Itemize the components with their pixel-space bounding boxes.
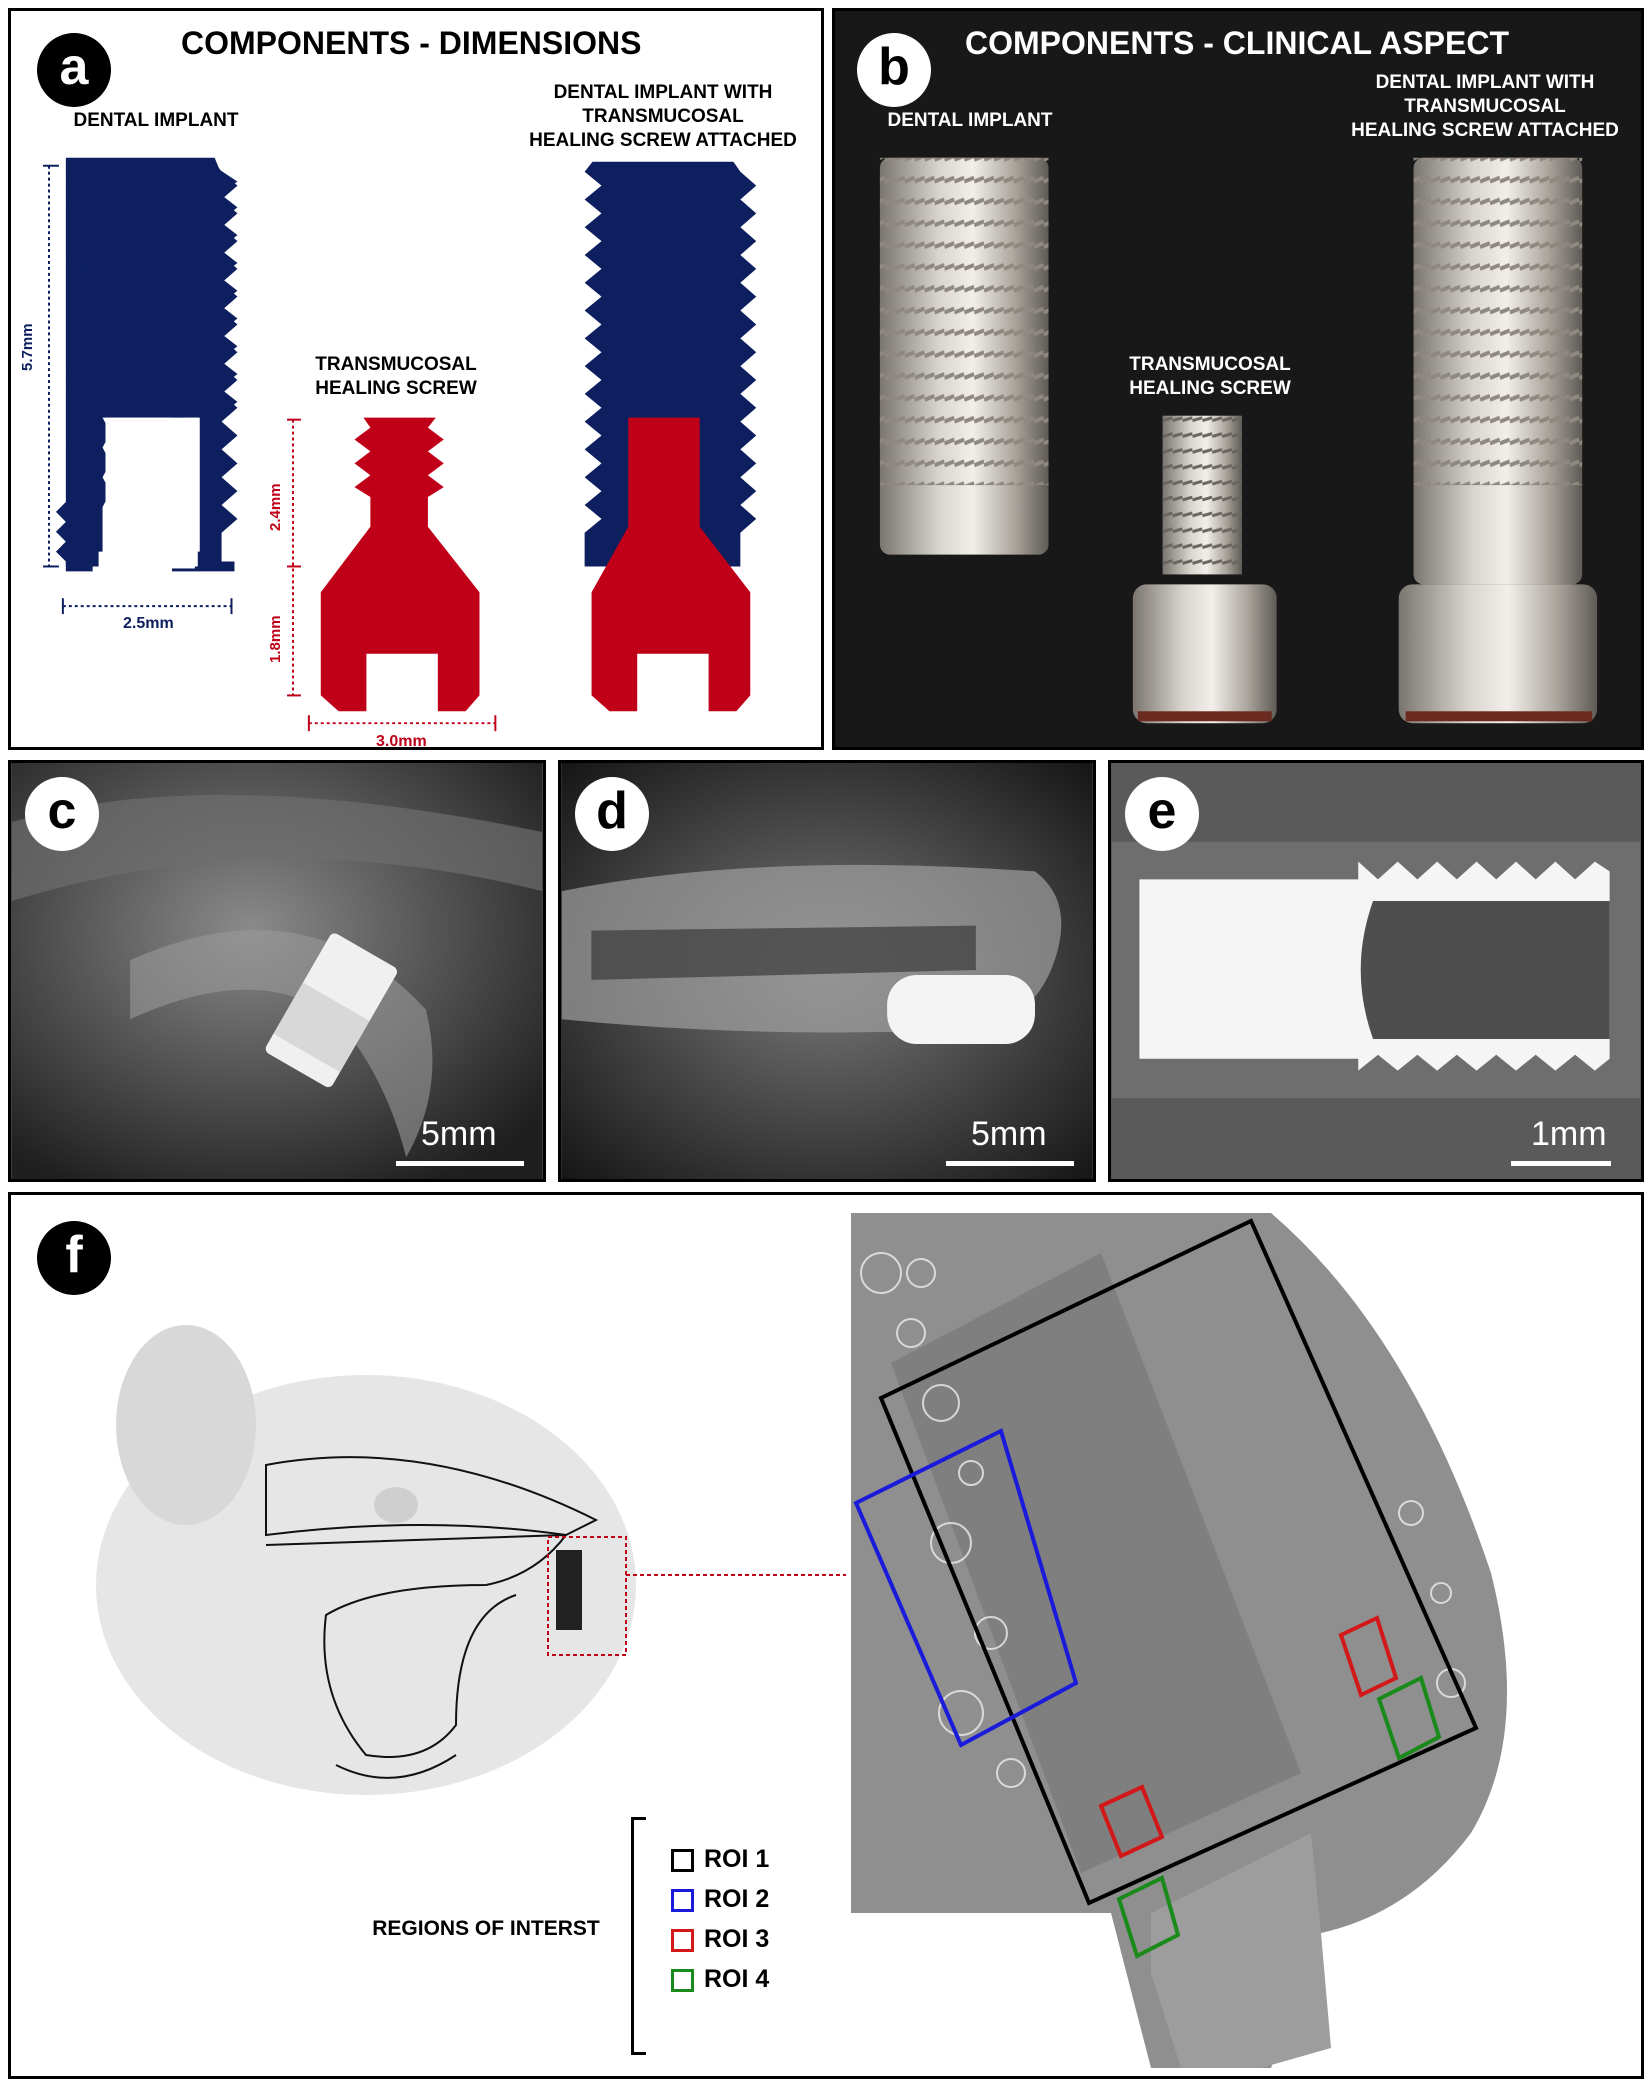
scale-bar-c	[396, 1161, 524, 1166]
panel-b-clinical: b COMPONENTS - CLINICAL ASPECT DENTAL IM…	[832, 8, 1644, 750]
label-b-healing-screw-line1: TRANSMUCOSAL	[1129, 354, 1291, 375]
panel-d-image	[561, 763, 1093, 1179]
roi2-box	[853, 1428, 1079, 1748]
photo-combined-screw	[1398, 584, 1598, 724]
rat-head-illustration	[96, 1325, 636, 1795]
rat-implant-box	[547, 1536, 627, 1656]
xray-implant	[265, 933, 397, 1088]
microct-section	[851, 1213, 1507, 2068]
scale-label-c: 5mm	[421, 1115, 497, 1153]
panel-e-microct: e 1mm	[1108, 760, 1644, 1182]
panel-c-xray-lateral: c 5mm	[8, 760, 546, 1182]
label-b-combined-line3: HEALING SCREW ATTACHED	[1351, 120, 1619, 141]
label-combined-line3: HEALING SCREW ATTACHED	[529, 130, 797, 151]
photo-combined-base	[1405, 711, 1593, 722]
label-b-healing-screw: TRANSMUCOSAL HEALING SCREW	[1095, 353, 1325, 401]
roi1-box	[878, 1218, 1479, 1906]
microct-bore	[1360, 901, 1610, 1040]
xray-bone	[11, 794, 543, 902]
panel-letter-a: a	[37, 33, 111, 107]
dim-label-implant-width: 2.5mm	[123, 615, 174, 632]
panel-a-drawing	[43, 157, 757, 732]
label-b-combined-line2: TRANSMUCOSAL	[1404, 96, 1566, 117]
panel-f-roi: f REGI	[8, 1192, 1644, 2079]
panel-a-dimensions: a COMPONENTS - DIMENSIONS DENTAL IMPLANT…	[8, 8, 824, 750]
scale-label-e: 1mm	[1531, 1115, 1607, 1153]
photo-screw-threads	[1162, 415, 1242, 575]
screw-section	[1151, 1833, 1331, 2068]
panel-letter-f: f	[37, 1221, 111, 1295]
legend-roi2: ROI 2	[671, 1885, 769, 1914]
dim-label-screw-lower: 1.8mm	[267, 615, 284, 663]
legend-roi3-label: ROI 3	[704, 1925, 770, 1953]
roi3-box-left	[1098, 1784, 1165, 1859]
scale-bar-d	[946, 1161, 1074, 1166]
implant-main	[65, 161, 238, 567]
dim-label-implant-height: 5.7mm	[19, 323, 36, 371]
dim-label-screw-upper: 2.4mm	[267, 483, 284, 531]
legend-roi2-label: ROI 2	[704, 1885, 770, 1913]
label-dental-implant: DENTAL IMPLANT	[73, 110, 239, 131]
combined-implant	[584, 161, 757, 567]
legend-roi4: ROI 4	[671, 1965, 769, 1994]
label-b-healing-screw-line2: HEALING SCREW	[1129, 378, 1291, 399]
roi3-box-right	[1338, 1615, 1399, 1698]
healing-screw-shape	[320, 417, 480, 712]
panel-letter-c: c	[25, 777, 99, 851]
panel-c-image	[11, 763, 543, 1179]
label-healing-screw-line2: HEALING SCREW	[315, 378, 477, 399]
legend-roi3: ROI 3	[671, 1925, 769, 1954]
panel-b-title: COMPONENTS - CLINICAL ASPECT	[965, 25, 1510, 61]
roi4-box-left	[1116, 1875, 1181, 1959]
panel-letter-b: b	[857, 33, 931, 107]
label-combined: DENTAL IMPLANT WITH TRANSMUCOSAL HEALING…	[503, 81, 821, 153]
panel-b-photo	[835, 11, 1641, 747]
scale-bar-e	[1511, 1161, 1611, 1166]
legend-roi1-label: ROI 1	[704, 1845, 770, 1873]
legend-roi4-label: ROI 4	[704, 1965, 770, 1993]
label-healing-screw: TRANSMUCOSAL HEALING SCREW	[281, 353, 511, 401]
xray-cavity	[591, 925, 976, 980]
panel-d-xray-axial: d 5mm	[558, 760, 1096, 1182]
xray-implant-d	[887, 974, 1035, 1044]
photo-combined-threads	[1413, 157, 1583, 486]
label-b-combined-line1: DENTAL IMPLANT WITH	[1375, 72, 1595, 93]
panel-a-title: COMPONENTS - DIMENSIONS	[181, 25, 642, 61]
label-combined-line2: TRANSMUCOSAL	[582, 106, 744, 127]
label-combined-line1: DENTAL IMPLANT WITH	[553, 82, 773, 103]
implant-bore	[105, 419, 195, 569]
label-b-combined: DENTAL IMPLANT WITH TRANSMUCOSAL HEALING…	[1325, 71, 1641, 143]
label-b-dental-implant: DENTAL IMPLANT	[887, 110, 1053, 131]
panel-e-image	[1111, 763, 1641, 1179]
panel-letter-e: e	[1125, 777, 1199, 851]
photo-implant-threads	[879, 157, 1049, 486]
legend-bracket	[631, 1817, 646, 2055]
legend-roi1: ROI 1	[671, 1845, 769, 1874]
legend-roi3-swatch	[671, 1928, 694, 1952]
legend-title: REGIONS OF INTERST	[372, 1917, 600, 1940]
legend-roi4-swatch	[671, 1968, 694, 1992]
connector-line	[626, 1574, 846, 1576]
label-healing-screw-line1: TRANSMUCOSAL	[315, 354, 477, 375]
scale-label-d: 5mm	[971, 1115, 1047, 1153]
combined-screw	[591, 417, 751, 712]
legend-roi1-swatch	[671, 1848, 694, 1872]
photo-screw-body	[1132, 584, 1277, 724]
legend-roi2-swatch	[671, 1888, 694, 1912]
dim-label-screw-width: 3.0mm	[376, 733, 427, 750]
photo-screw-base	[1137, 711, 1272, 722]
rat-implant-icon	[556, 1550, 582, 1630]
panel-letter-d: d	[575, 777, 649, 851]
roi4-box-right	[1376, 1675, 1442, 1761]
